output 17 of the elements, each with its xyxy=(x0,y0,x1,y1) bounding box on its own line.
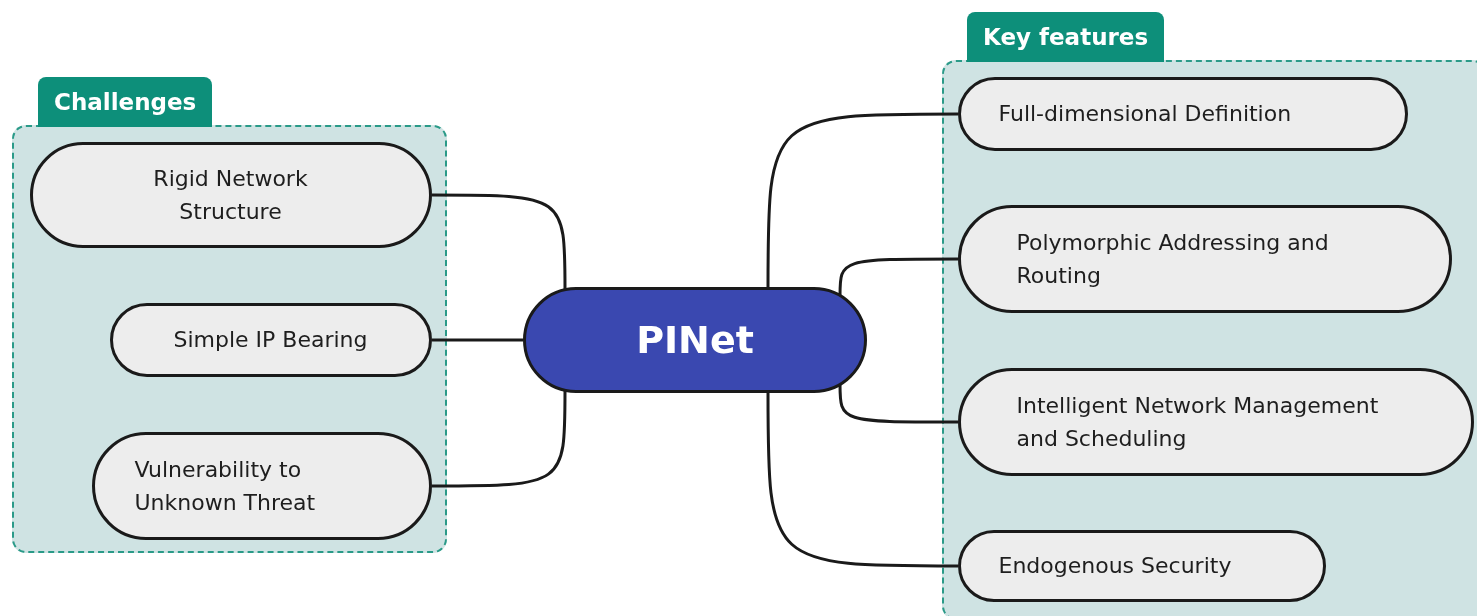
group-heading-tab: Key features xyxy=(967,12,1165,62)
connector-line xyxy=(766,392,958,568)
group-heading-tab: Challenges xyxy=(38,77,213,127)
connector-line xyxy=(432,338,523,342)
topic-label: Rigid Network Structure xyxy=(152,164,309,226)
topic-label: Intelligent Network Management and Scheduling xyxy=(1016,391,1380,453)
central-title: PINet xyxy=(636,318,754,362)
topic-label: Full-dimensional Definition xyxy=(998,100,1292,128)
connector-line xyxy=(838,257,958,296)
topic-label: Vulnerability to Unknown Threat xyxy=(134,455,317,517)
topic-label: Polymorphic Addressing and Routing xyxy=(1016,228,1330,290)
connector-line xyxy=(766,112,958,288)
connector-line xyxy=(432,391,567,488)
connector-line xyxy=(838,384,958,424)
connector-line xyxy=(432,193,567,289)
topic-label: Endogenous Security xyxy=(998,552,1232,580)
topic-label: Simple IP Bearing xyxy=(173,326,368,354)
